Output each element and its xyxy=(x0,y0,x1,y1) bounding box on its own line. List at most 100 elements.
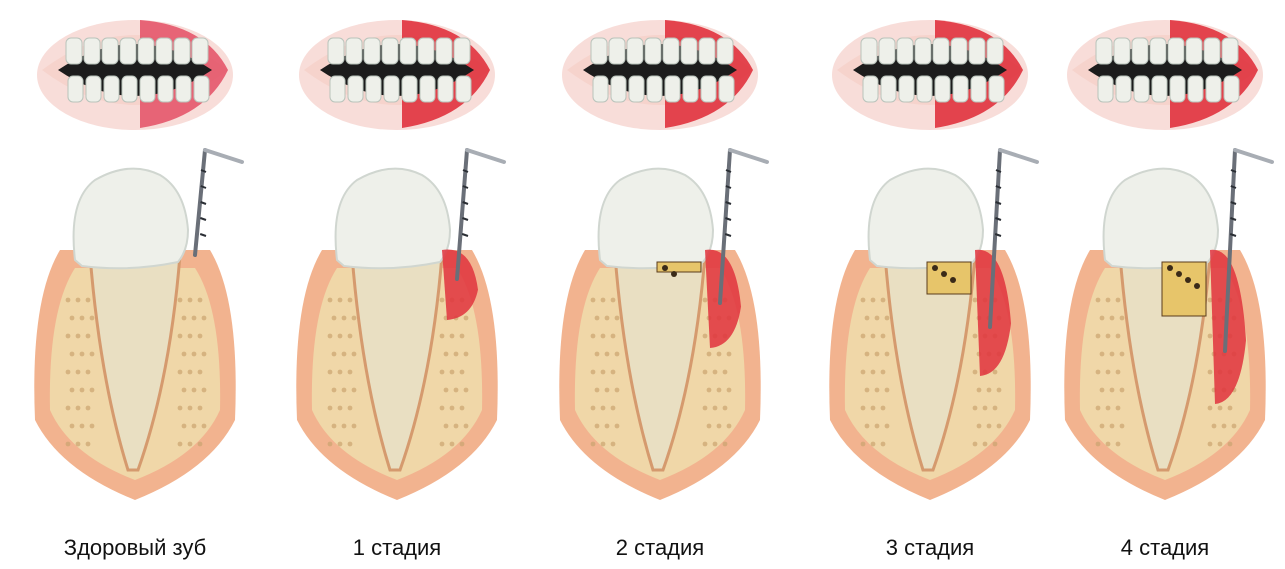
bone-pore xyxy=(332,388,337,393)
stage-panel-3: 3 стадия xyxy=(815,0,1045,569)
lower-tooth xyxy=(348,76,363,102)
bone-pore xyxy=(1222,424,1227,429)
bone-pore xyxy=(198,370,203,375)
bone-pore xyxy=(875,352,880,357)
bone-pore xyxy=(202,424,207,429)
bone-pore xyxy=(192,352,197,357)
bone-pore xyxy=(328,442,333,447)
bone-pore xyxy=(591,370,596,375)
bone-pore xyxy=(1120,424,1125,429)
bone-pore xyxy=(202,316,207,321)
bone-pore xyxy=(1096,406,1101,411)
upper-tooth xyxy=(1186,38,1202,64)
lower-tooth xyxy=(881,76,896,102)
bone-pore xyxy=(464,316,469,321)
bone-pore xyxy=(601,334,606,339)
upper-tooth xyxy=(364,38,380,64)
bone-pore xyxy=(1110,352,1115,357)
bone-pore xyxy=(182,352,187,357)
bone-pore xyxy=(611,334,616,339)
upper-tooth xyxy=(915,38,931,64)
bone-pore xyxy=(348,334,353,339)
bone-pore xyxy=(338,442,343,447)
bone-pore xyxy=(997,388,1002,393)
bone-pore xyxy=(595,388,600,393)
bone-pore xyxy=(178,334,183,339)
bone-pore xyxy=(450,442,455,447)
bone-pore xyxy=(182,424,187,429)
bone-pore xyxy=(328,334,333,339)
bone-pore xyxy=(977,424,982,429)
bone-pore xyxy=(1100,352,1105,357)
bone-pore xyxy=(66,334,71,339)
stage-caption: 3 стадия xyxy=(815,535,1045,561)
tartar-spot xyxy=(1176,271,1182,277)
bone-pore xyxy=(450,406,455,411)
bone-pore xyxy=(885,424,890,429)
bone-pore xyxy=(1100,388,1105,393)
bone-pore xyxy=(454,424,459,429)
lower-tooth xyxy=(935,76,950,102)
bone-pore xyxy=(1120,316,1125,321)
stage-caption: 2 стадия xyxy=(545,535,775,561)
bone-pore xyxy=(198,334,203,339)
tartar-spot xyxy=(950,277,956,283)
lower-tooth xyxy=(1224,76,1239,102)
upper-tooth xyxy=(1204,38,1220,64)
upper-tooth xyxy=(192,38,208,64)
bone-pore xyxy=(1096,442,1101,447)
lower-tooth xyxy=(899,76,914,102)
bone-pore xyxy=(66,406,71,411)
bone-pore xyxy=(611,406,616,411)
bone-pore xyxy=(865,352,870,357)
lower-tooth xyxy=(158,76,173,102)
upper-tooth xyxy=(156,38,172,64)
bone-pore xyxy=(332,424,337,429)
lower-tooth xyxy=(953,76,968,102)
bone-pore xyxy=(875,388,880,393)
lower-tooth xyxy=(122,76,137,102)
bone-pore xyxy=(875,316,880,321)
probe-handle xyxy=(467,150,504,162)
bone-pore xyxy=(188,442,193,447)
bone-pore xyxy=(76,298,81,303)
lower-tooth xyxy=(719,76,734,102)
probe-handle xyxy=(205,150,242,162)
lower-tooth xyxy=(86,76,101,102)
upper-tooth xyxy=(663,38,679,64)
bone-pore xyxy=(703,406,708,411)
lower-tooth xyxy=(1116,76,1131,102)
bone-pore xyxy=(70,388,75,393)
upper-tooth xyxy=(969,38,985,64)
bone-pore xyxy=(871,334,876,339)
bone-pore xyxy=(188,370,193,375)
lower-tooth xyxy=(330,76,345,102)
bone-pore xyxy=(861,442,866,447)
bone-pore xyxy=(1106,334,1111,339)
bone-pore xyxy=(188,406,193,411)
upper-tooth xyxy=(897,38,913,64)
bone-pore xyxy=(1100,316,1105,321)
bone-pore xyxy=(342,352,347,357)
bone-pore xyxy=(1096,298,1101,303)
stage-illustration xyxy=(545,0,775,525)
upper-tooth xyxy=(987,38,1003,64)
bone-pore xyxy=(198,406,203,411)
bone-pore xyxy=(338,334,343,339)
bone-pore xyxy=(76,442,81,447)
bone-pore xyxy=(605,388,610,393)
bone-pore xyxy=(703,334,708,339)
bone-pore xyxy=(1120,388,1125,393)
bone-pore xyxy=(1110,316,1115,321)
bone-pore xyxy=(615,316,620,321)
bone-pore xyxy=(192,388,197,393)
bone-pore xyxy=(977,388,982,393)
bone-pore xyxy=(611,442,616,447)
bone-pore xyxy=(348,442,353,447)
bone-pore xyxy=(444,352,449,357)
bone-pore xyxy=(444,388,449,393)
bone-pore xyxy=(70,352,75,357)
bone-pore xyxy=(188,298,193,303)
bone-pore xyxy=(727,388,732,393)
tartar-spot xyxy=(941,271,947,277)
